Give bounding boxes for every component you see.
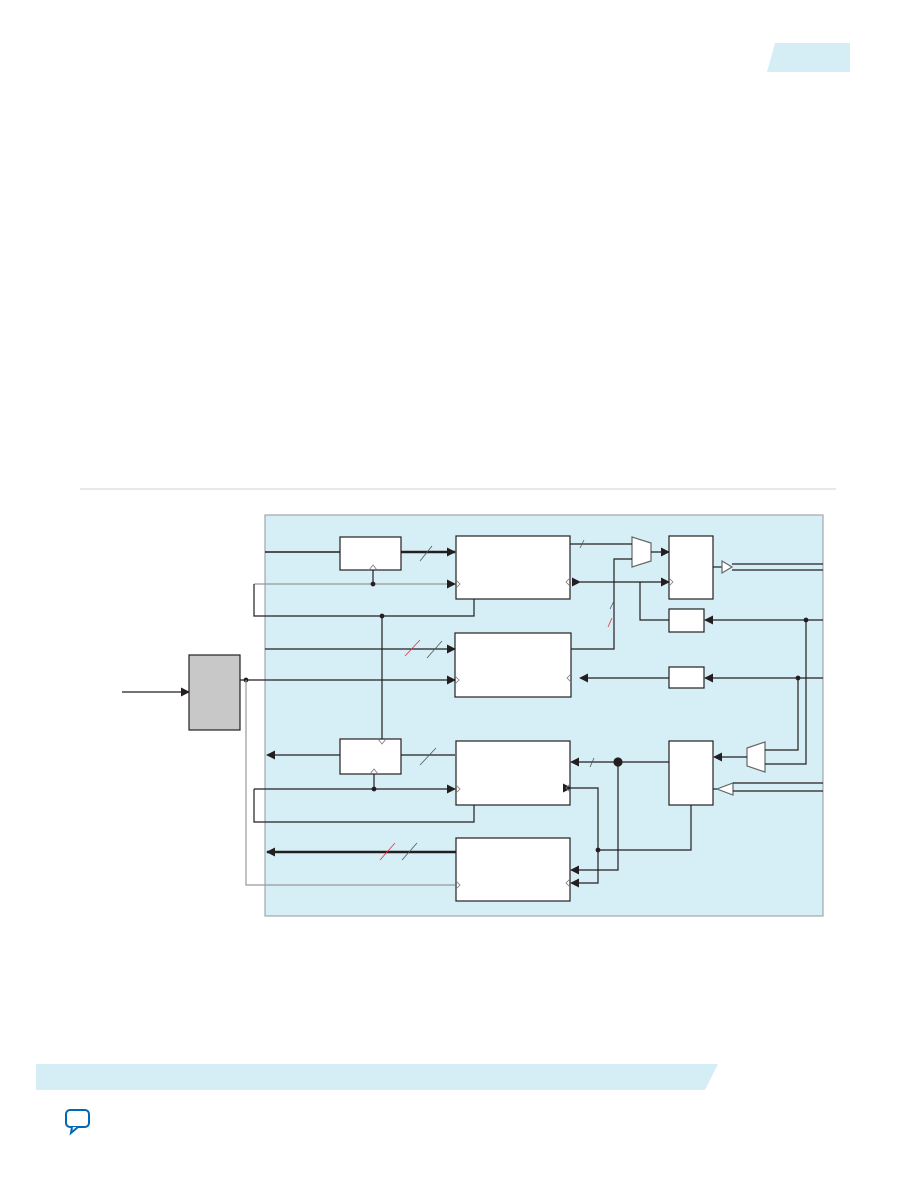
clock-source-block [188, 654, 241, 731]
footer-bar [36, 1064, 718, 1090]
register-block-a [339, 536, 402, 571]
logic-block-e [454, 632, 572, 698]
multiplexer-1 [631, 536, 652, 568]
register-block-g [339, 738, 402, 775]
output-buffer-icon [721, 559, 734, 575]
header-tab [767, 43, 850, 72]
logic-block-h [455, 740, 571, 806]
small-block-d [668, 608, 705, 633]
input-block-i [668, 740, 714, 806]
logic-block-b [455, 535, 571, 600]
output-block-c [668, 535, 714, 600]
logic-block-j [455, 837, 571, 902]
multiplexer-2 [746, 741, 766, 773]
speech-bubble-icon[interactable] [65, 1109, 90, 1136]
input-buffer-icon [715, 782, 734, 796]
block-diagram [122, 514, 824, 917]
small-block-f [668, 666, 705, 689]
